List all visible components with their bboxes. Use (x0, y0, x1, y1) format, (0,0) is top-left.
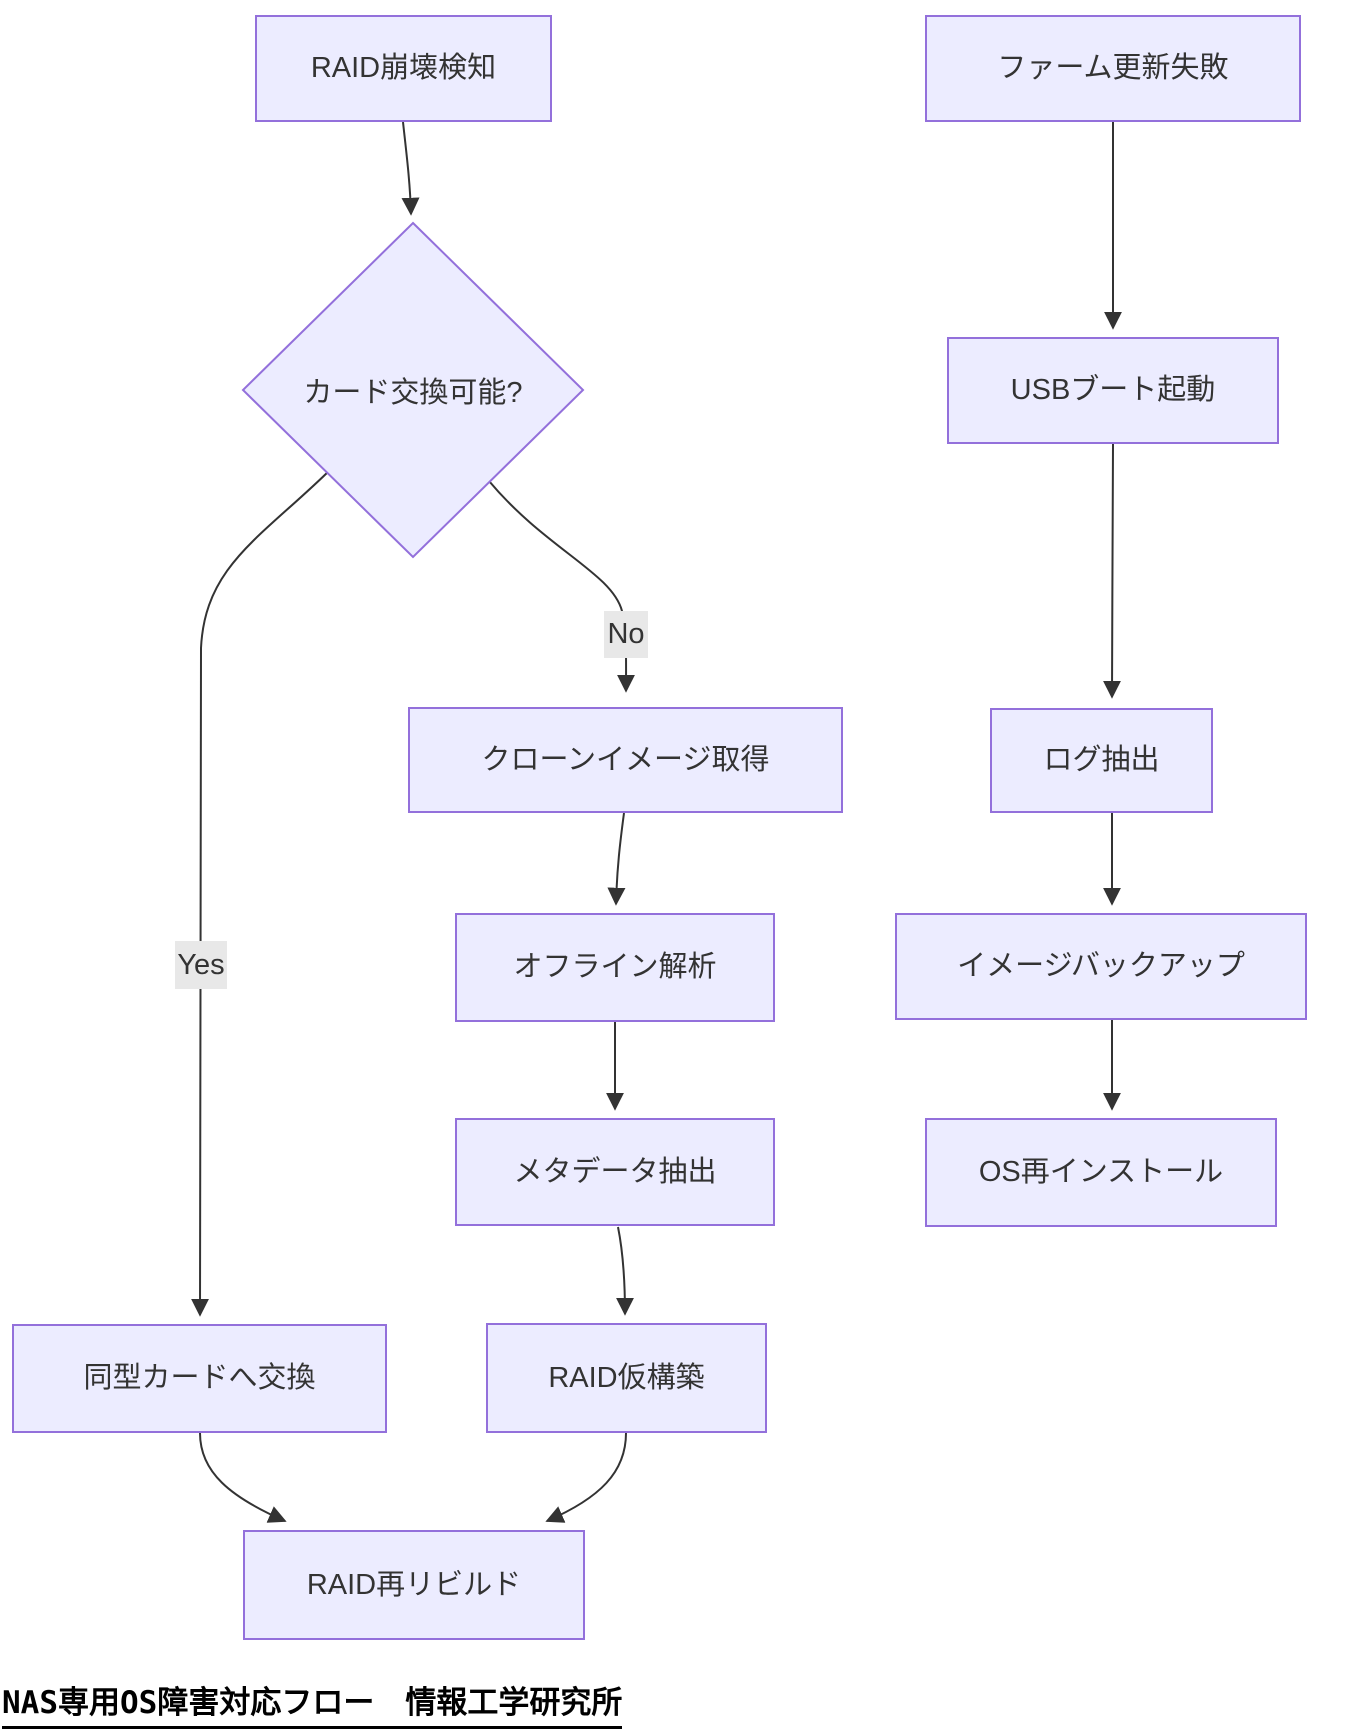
node-same-type-card-replace: 同型カードへ交換 (12, 1324, 387, 1433)
node-offline-analysis: オフライン解析 (455, 913, 775, 1022)
edge-usbboot-to-log (1103, 443, 1122, 699)
edge-replace-to-rebuild (199, 1432, 287, 1523)
edge-metadata-to-tempbuild (615, 1226, 634, 1316)
node-os-reinstall: OS再インストール (925, 1118, 1277, 1227)
diagram-title: NAS専用OS障害対応フロー 情報工学研究所 (2, 1684, 623, 1729)
edge-decision-no-to-clone (488, 480, 636, 693)
edge-decision-yes-to-replace (191, 468, 332, 1317)
node-raid-rebuild: RAID再リビルド (243, 1530, 585, 1640)
decision-diamond-shape (241, 221, 585, 559)
decision-card-replaceable-label: カード交換可能? (303, 377, 523, 409)
node-image-backup: イメージバックアップ (895, 913, 1307, 1020)
node-firmware-update-failed: ファーム更新失敗 (925, 15, 1301, 122)
node-clone-image-acquire: クローンイメージ取得 (408, 707, 843, 813)
edge-label-no: No (604, 611, 648, 658)
edge-tempbuild-to-rebuild (545, 1432, 627, 1523)
node-metadata-extract: メタデータ抽出 (455, 1118, 775, 1226)
node-usb-boot-start: USBブート起動 (947, 337, 1279, 444)
node-log-extract: ログ抽出 (990, 708, 1213, 813)
edge-label-yes: Yes (175, 941, 227, 989)
edge-detect-to-decision (401, 121, 420, 216)
edge-clone-to-offline (607, 812, 626, 906)
node-raid-collapse-detected: RAID崩壊検知 (255, 15, 552, 122)
node-raid-temp-build: RAID仮構築 (486, 1323, 767, 1433)
